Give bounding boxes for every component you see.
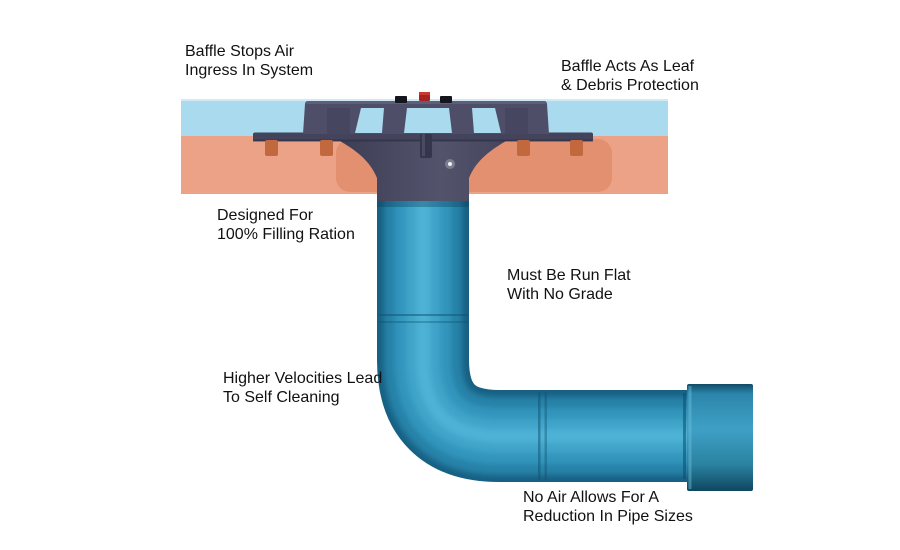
annotation-line: Ingress In System [185,62,314,79]
baffle-clip [440,96,452,103]
baffle-opening [355,108,384,133]
annotation-line: Reduction In Pipe Sizes [523,508,693,525]
annotation-pipe-sizes: No Air Allows For A Reduction In Pipe Si… [523,488,693,526]
center-bolt-highlight [422,134,425,156]
annotation-line: Baffle Stops Air [185,43,295,60]
fastener-tab [517,140,530,156]
vertical-pipe-joint-line [378,321,468,323]
annotation-line: Baffle Acts As Leaf [561,58,695,75]
fastener-tab [570,140,583,156]
elbow-joint-line [538,392,541,480]
baffle-top-edge [306,101,546,104]
annotation-filling-ratio: Designed For 100% Filling Ration [217,206,355,244]
annotation-self-cleaning: Higher Velocities Lead To Self Cleaning [223,369,382,407]
roof-drain [253,92,593,201]
drain-funnel [337,139,509,201]
fastener-tab [320,140,333,156]
baffle-clip [395,96,407,103]
baffle-face-panel [505,108,528,134]
annotation-line: Must Be Run Flat [507,267,631,284]
annotation-line: No Air Allows For A [523,489,660,506]
pipe-coupling [687,384,753,491]
center-bolt [420,134,432,158]
funnel-highlight-dot [448,162,452,166]
annotation-line: To Self Cleaning [223,389,340,406]
elbow-joint-line [544,392,547,480]
pipe-run [377,192,753,491]
annotation-line: & Debris Protection [561,77,699,94]
annotation-leaf-protection: Baffle Acts As Leaf & Debris Protection [561,57,699,95]
fastener-tab [265,140,278,156]
annotation-line: Higher Velocities Lead [223,370,383,387]
vertical-pipe-joint-line [378,314,468,316]
pipe-shading [384,192,693,475]
baffle-opening [472,108,501,133]
annotation-line: 100% Filling Ration [217,226,355,243]
annotation-run-flat: Must Be Run Flat With No Grade [507,266,631,304]
pipe-top-shadow [377,198,469,207]
coupling-edge-highlight [688,386,692,489]
annotation-line: With No Grade [507,286,613,303]
drain-cap-highlight [419,92,430,95]
annotation-baffle-air: Baffle Stops Air Ingress In System [185,42,313,80]
coupling-joint-line [683,393,686,479]
annotation-line: Designed For [217,207,314,224]
baffle-face-panel [327,108,350,134]
baffle-opening [404,108,452,133]
